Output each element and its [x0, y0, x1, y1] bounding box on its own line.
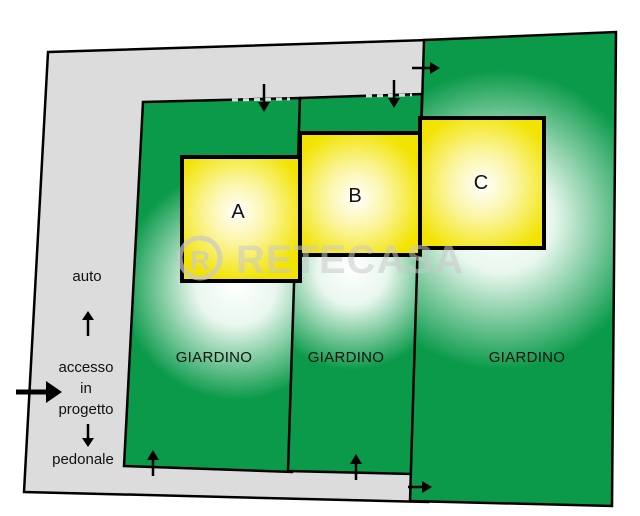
arrow-up-garden-b-bottom-head-icon: [350, 454, 362, 464]
garden-a: [122, 96, 302, 474]
garden-b-label: GIARDINO: [308, 349, 385, 366]
arrow-right-garden-c-top-head-icon: [430, 62, 440, 74]
house-b-block: [298, 131, 422, 257]
gate-top-b: [365, 93, 413, 98]
arrow-up-auto-head-icon: [82, 311, 94, 320]
arrow-up-garden-a-bottom-head-icon: [147, 450, 159, 460]
arrow-down-garden-b-head-icon: [388, 98, 400, 108]
watermark-text: RETECASA: [236, 238, 464, 282]
entry-arrow-head-icon: [46, 381, 62, 403]
registered-r-icon: [177, 235, 223, 281]
watermark: R RETECASA: [177, 235, 464, 282]
house-c-label: C: [474, 172, 488, 194]
arrow-down-pedonale-head-icon: [82, 438, 94, 447]
arrows: [16, 62, 440, 493]
access-line-2: in: [80, 380, 92, 397]
house-a-label: A: [231, 201, 245, 223]
pedonale-label: pedonale: [52, 451, 114, 468]
gate-top-a: [231, 97, 291, 102]
garden-c-label: GIARDINO: [489, 349, 566, 366]
arrow-right-garden-c-bottom-head-icon: [422, 481, 432, 493]
access-line-3: progetto: [58, 401, 113, 418]
auto-label: auto: [72, 268, 101, 285]
house-b-label: B: [348, 185, 361, 207]
house-c-block: [418, 116, 546, 250]
registered-r-glyph: R: [190, 245, 210, 276]
access-line-1: accesso: [58, 359, 113, 376]
garden-a-label: GIARDINO: [176, 349, 253, 366]
arrow-down-garden-a-head-icon: [258, 102, 270, 112]
